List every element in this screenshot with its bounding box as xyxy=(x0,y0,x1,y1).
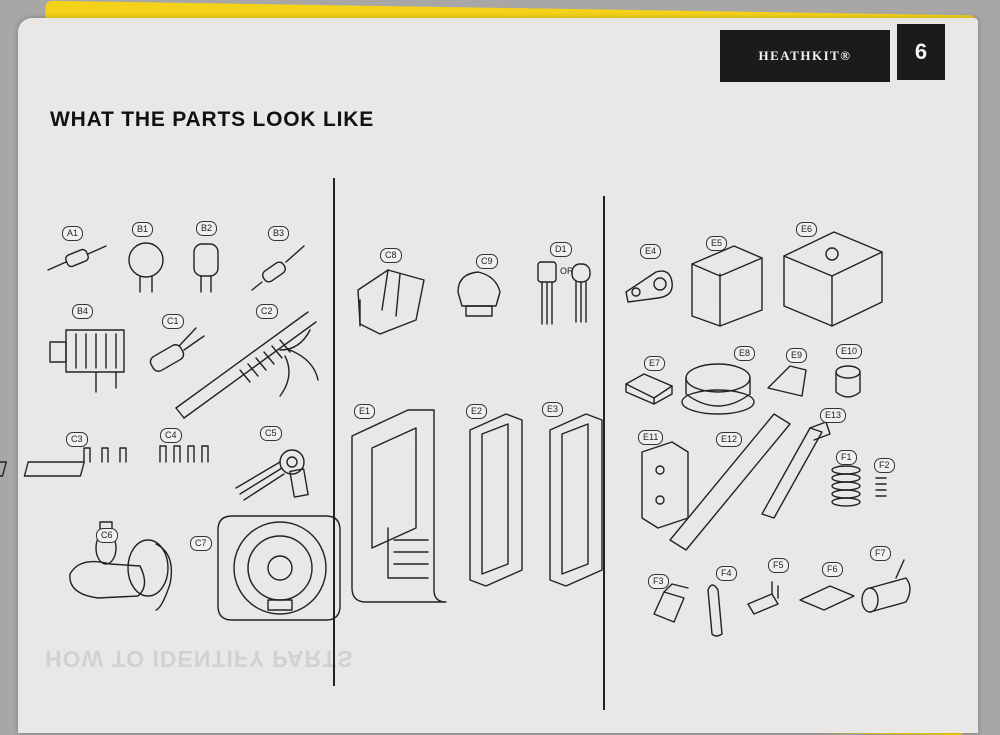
spring-icon xyxy=(875,477,887,497)
antenna-coil-icon xyxy=(175,311,319,419)
jack-icon xyxy=(861,559,911,613)
box-icon xyxy=(691,245,763,327)
part-label-f7: F7 xyxy=(870,546,891,561)
part-label-e1: E1 xyxy=(354,404,376,419)
part-label-c5: C5 xyxy=(260,426,282,441)
brand-logo: HEATHKIT® xyxy=(720,30,890,82)
electrolytic-capacitor-icon xyxy=(149,327,205,372)
socket-icon xyxy=(357,269,425,335)
mylar-capacitor-icon xyxy=(193,243,219,293)
part-label-f5: F5 xyxy=(768,558,789,573)
page-title: WHAT THE PARTS LOOK LIKE xyxy=(50,108,375,131)
part-label-e9: E9 xyxy=(786,348,808,363)
part-label-e5: E5 xyxy=(706,236,728,251)
cable-clamp-icon xyxy=(625,270,673,303)
d1-or-label: OR xyxy=(560,266,574,276)
terminal-strip-icon xyxy=(0,447,127,477)
circuit-board-icon xyxy=(799,585,855,611)
part-label-e10: E10 xyxy=(836,344,863,359)
part-label-c3: C3 xyxy=(66,432,88,447)
part-label-c9: C9 xyxy=(476,254,498,269)
control-icon xyxy=(235,449,309,501)
part-label-b2: B2 xyxy=(196,221,218,236)
lamp-icon xyxy=(457,271,501,317)
frame-icon xyxy=(549,413,603,587)
lug-icon xyxy=(707,584,723,637)
part-label-e8: E8 xyxy=(734,346,756,361)
part-label-f1: F1 xyxy=(836,450,857,465)
part-label-e3: E3 xyxy=(542,402,564,417)
part-label-e2: E2 xyxy=(466,404,488,419)
knob-icon xyxy=(835,365,861,398)
part-label-e7: E7 xyxy=(644,356,666,371)
speaker-icon xyxy=(217,515,341,621)
page-number: 6 xyxy=(897,24,945,80)
knob-icon xyxy=(681,363,755,415)
strip-icon xyxy=(761,421,831,519)
part-label-c4: C4 xyxy=(160,428,182,443)
transistor-icon xyxy=(537,261,591,325)
cabinet-front-icon xyxy=(351,409,447,603)
part-label-c1: C1 xyxy=(162,314,184,329)
part-label-f2: F2 xyxy=(874,458,895,473)
part-label-d1: D1 xyxy=(550,242,572,257)
manual-page xyxy=(18,18,978,733)
part-label-e4: E4 xyxy=(640,244,662,259)
tubular-capacitor-icon xyxy=(251,245,305,291)
frame-icon xyxy=(469,413,523,587)
part-label-b4: B4 xyxy=(72,304,94,319)
variable-capacitor-icon xyxy=(49,329,125,393)
toggle-switch-icon xyxy=(69,521,173,611)
part-label-c6: C6 xyxy=(96,528,118,543)
part-label-e11: E11 xyxy=(638,430,664,445)
part-label-f4: F4 xyxy=(716,566,737,581)
part-label-c2: C2 xyxy=(256,304,278,319)
spring-icon xyxy=(831,465,861,507)
part-label-e13: E13 xyxy=(820,408,847,423)
column-divider xyxy=(603,196,605,710)
part-label-b3: B3 xyxy=(268,226,290,241)
clip-icon xyxy=(653,583,689,623)
terminal-strip-icon xyxy=(23,445,209,477)
part-label-c8: C8 xyxy=(380,248,402,263)
part-label-a1: A1 xyxy=(62,226,84,241)
bar-icon xyxy=(669,413,791,551)
part-label-c7: C7 xyxy=(190,536,212,551)
part-label-e12: E12 xyxy=(716,432,743,447)
part-label-b1: B1 xyxy=(132,222,154,237)
connector-icon xyxy=(747,581,779,615)
column-divider xyxy=(333,178,335,686)
box-icon xyxy=(783,231,883,327)
disc-capacitor-icon xyxy=(128,242,164,293)
part-label-f6: F6 xyxy=(822,562,843,577)
resistor-icon xyxy=(47,245,107,271)
pointer-icon xyxy=(767,365,807,397)
part-label-f3: F3 xyxy=(648,574,669,589)
bracket-icon xyxy=(641,441,689,529)
part-label-e6: E6 xyxy=(796,222,818,237)
pad-icon xyxy=(625,373,673,405)
